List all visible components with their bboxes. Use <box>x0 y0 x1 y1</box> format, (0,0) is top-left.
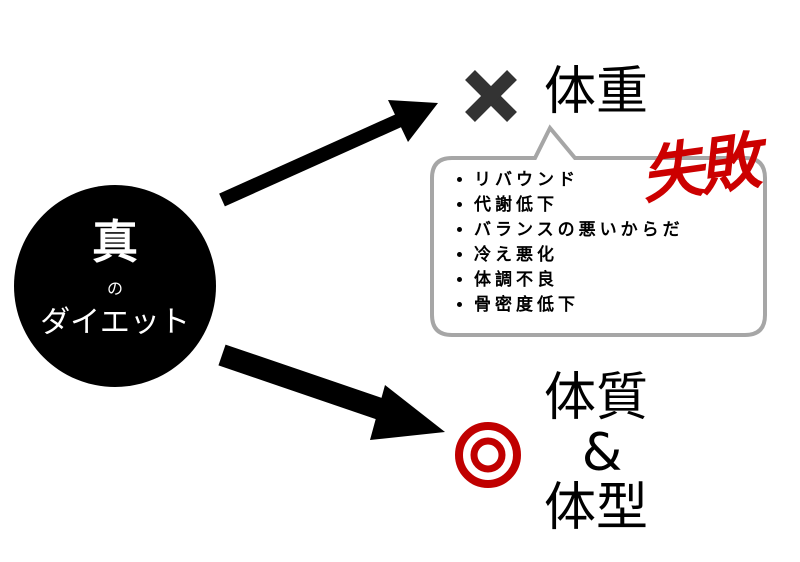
double-circle-icon <box>455 422 521 488</box>
true-diet-circle: 真 の ダイエット <box>14 185 216 387</box>
cross-icon <box>465 70 517 122</box>
list-item: リバウンド <box>474 168 684 193</box>
weight-label: 体重 <box>544 62 649 122</box>
list-item: 冷え悪化 <box>474 243 684 268</box>
body-shape-label: 体型 <box>544 478 649 538</box>
failure-reasons-list: リバウンド 代謝低下 バランスの悪いからだ 冷え悪化 体調不良 骨密度低下 <box>452 168 684 318</box>
ampersand-label: & <box>581 423 623 483</box>
center-sub-text: ダイエット <box>40 305 190 340</box>
list-item: 骨密度低下 <box>474 293 684 318</box>
failure-stamp: 失敗 <box>636 124 762 213</box>
arrow-to-body <box>218 344 445 440</box>
body-quality-label: 体質 <box>544 368 649 428</box>
list-item: 代謝低下 <box>474 193 684 218</box>
list-item: 体調不良 <box>474 268 684 293</box>
center-particle-text: の <box>106 279 123 298</box>
center-main-text: 真 <box>92 215 138 269</box>
arrow-to-weight <box>219 100 438 207</box>
speech-bubble <box>430 124 767 337</box>
list-item: バランスの悪いからだ <box>474 218 684 243</box>
